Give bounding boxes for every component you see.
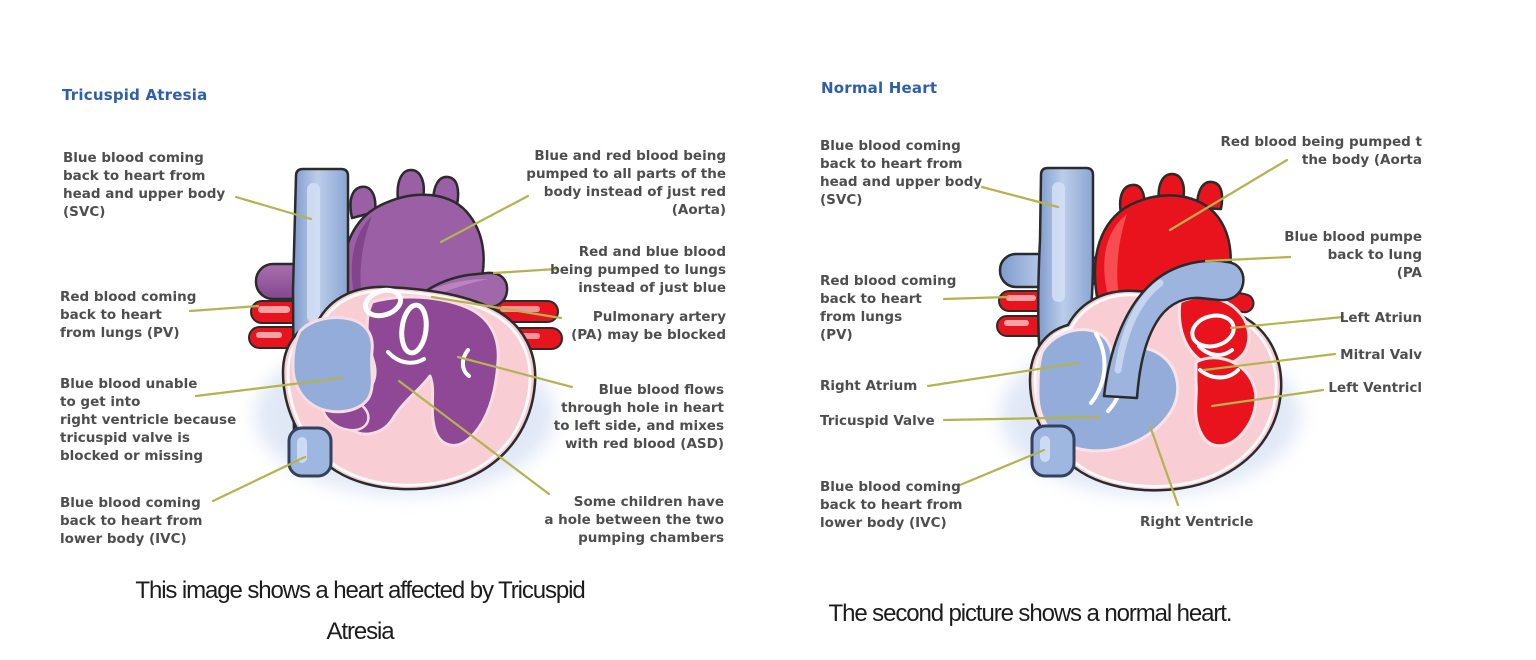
label-asd: Blue blood flows through hole in heart t…	[553, 382, 724, 452]
ivc-vessel	[287, 426, 333, 478]
label-svc-tricuspid: Blue blood coming back to heart from hea…	[63, 150, 226, 220]
label-pv-tricuspid: Red blood coming back to heart from lung…	[60, 289, 197, 341]
aorta-shade	[351, 216, 372, 300]
label-ivc-tricuspid: Blue blood coming back to heart from low…	[60, 495, 203, 547]
leader-lines	[188, 158, 1345, 507]
label-mitral-valve: Mitral Valv	[1340, 347, 1422, 363]
label-left-atrium: Left Atriun	[1339, 310, 1422, 326]
right-atrium-blue	[291, 316, 374, 414]
label-svc-normal: Blue blood coming back to heart from hea…	[820, 138, 983, 208]
normal-heart	[996, 166, 1300, 495]
label-ivc-normal: Blue blood coming back to heart from low…	[820, 479, 963, 531]
label-right-atrium: Right Atrium	[820, 378, 918, 394]
left-chambers-red	[1177, 295, 1258, 448]
label-aorta-mixed-blood: Blue and red blood being pumped to all p…	[526, 148, 726, 218]
label-lungs-mixed-blood: Red and blue blood being pumped to lungs…	[550, 244, 726, 296]
aorta-highlight	[1104, 214, 1127, 297]
label-pa-blocked: Pulmonary artery (PA) may be blocked	[571, 309, 726, 343]
normal-panel-title: Normal Heart	[821, 79, 938, 97]
ivc-vessel	[1030, 424, 1076, 478]
valve-outlines	[362, 287, 471, 378]
label-tricuspid-valve: Tricuspid Valve	[820, 413, 935, 429]
label-blocked-tricuspid-valve: Blue blood unable to get into right vent…	[60, 376, 237, 464]
label-pv-normal: Red blood coming back to heart from lung…	[820, 273, 957, 343]
tricuspid-heart	[248, 167, 563, 495]
tricuspid-caption: This image shows a heart affected by Tri…	[135, 577, 585, 645]
label-pa-normal: Blue blood pumpe back to lung (PA	[1284, 229, 1422, 281]
pulmonary-artery-blue	[1102, 259, 1245, 400]
normal-caption: The second picture shows a normal heart.	[828, 600, 1233, 627]
label-right-ventricle: Right Ventricle	[1140, 514, 1254, 530]
label-aorta-normal: Red blood being pumped t the body (Aorta	[1220, 134, 1422, 168]
label-left-ventricle: Left Ventricl	[1328, 380, 1422, 396]
tricuspid-panel-title: Tricuspid Atresia	[62, 86, 208, 104]
label-vsd: Some children have a hole between the tw…	[544, 494, 724, 546]
